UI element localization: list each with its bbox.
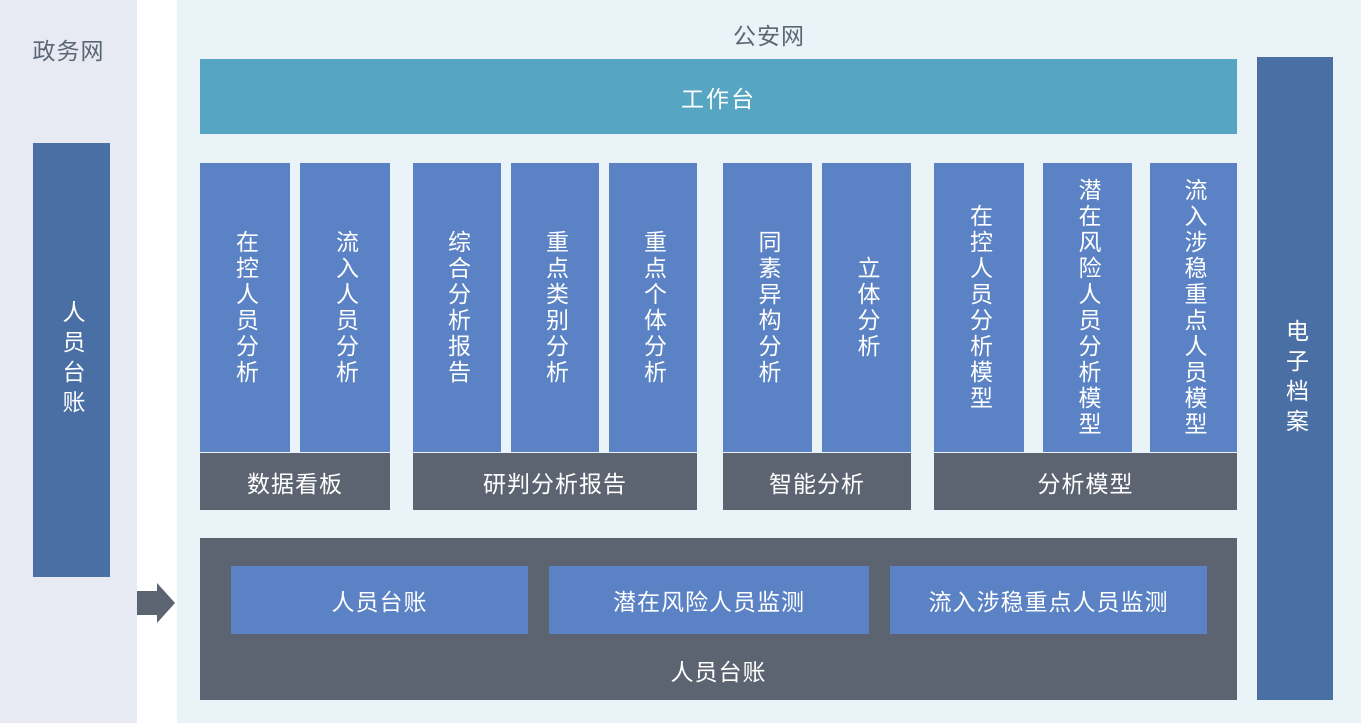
- button-label: 潜在风险人员监测: [613, 589, 805, 615]
- gov-network-title: 政务网: [32, 38, 105, 64]
- group-footer-label: 研判分析报告: [483, 470, 627, 497]
- module-label: 立体分析: [854, 255, 880, 360]
- module-label: 重点个体分析: [640, 229, 667, 386]
- module-label: 流入人员分析: [332, 229, 359, 386]
- group-footer-data-dashboard: 数据看板: [200, 453, 390, 510]
- module-isomer-analysis: 同素异构分析: [723, 163, 812, 452]
- module-potential-risk-personnel-model: 潜在风险人员分析模型: [1043, 163, 1132, 452]
- group-footer-label: 数据看板: [247, 470, 343, 497]
- group-footer-intelligent-analysis: 智能分析: [723, 453, 911, 510]
- button-inflow-key-personnel-monitoring: 流入涉稳重点人员监测: [890, 566, 1207, 634]
- module-comprehensive-analysis-report: 综合分析报告: [413, 163, 501, 452]
- module-controlled-personnel-model: 在控人员分析模型: [934, 163, 1024, 452]
- button-label: 人员台账: [331, 589, 428, 615]
- module-label: 同素异构分析: [755, 229, 781, 386]
- module-label: 在控人员分析模型: [966, 203, 993, 412]
- module-label: 潜在风险人员分析模型: [1075, 177, 1101, 438]
- personnel-ledger-box-label: 人员台账: [200, 650, 1237, 690]
- module-label: 重点类别分析: [542, 229, 569, 386]
- group-footer-analysis-report: 研判分析报告: [413, 453, 697, 510]
- electronic-archives-edge-bar: 电子档案: [1257, 57, 1333, 700]
- group-footer-label: 分析模型: [1037, 470, 1134, 497]
- module-inflow-key-personnel-model: 流入涉稳重点人员模型: [1150, 163, 1237, 452]
- button-personnel-ledger: 人员台账: [231, 566, 528, 634]
- button-potential-risk-monitoring: 潜在风险人员监测: [549, 566, 869, 634]
- button-label: 流入涉稳重点人员监测: [928, 589, 1169, 615]
- module-controlled-personnel-analysis: 在控人员分析: [200, 163, 290, 452]
- workbench-bar: 工作台: [200, 59, 1237, 134]
- personnel-ledger-box-label-text: 人员台账: [670, 659, 767, 685]
- arrow-right-icon: [137, 583, 175, 623]
- group-footer-analysis-model: 分析模型: [934, 453, 1237, 510]
- group-footer-label: 智能分析: [769, 470, 865, 497]
- electronic-archives-edge-bar-label: 电子档案: [1282, 318, 1309, 439]
- personnel-ledger-edge-bar: 人员台账: [33, 143, 110, 577]
- workbench-bar-label: 工作台: [681, 85, 756, 112]
- personnel-ledger-edge-bar-label: 人员台账: [59, 300, 85, 420]
- module-stereoscopic-analysis: 立体分析: [822, 163, 911, 452]
- module-label: 在控人员分析: [232, 229, 259, 386]
- module-inflow-personnel-analysis: 流入人员分析: [300, 163, 390, 452]
- module-key-category-analysis: 重点类别分析: [511, 163, 599, 452]
- module-key-individual-analysis: 重点个体分析: [609, 163, 697, 452]
- module-label: 流入涉稳重点人员模型: [1181, 177, 1207, 438]
- module-label: 综合分析报告: [444, 229, 471, 386]
- police-network-title: 公安网: [733, 23, 805, 49]
